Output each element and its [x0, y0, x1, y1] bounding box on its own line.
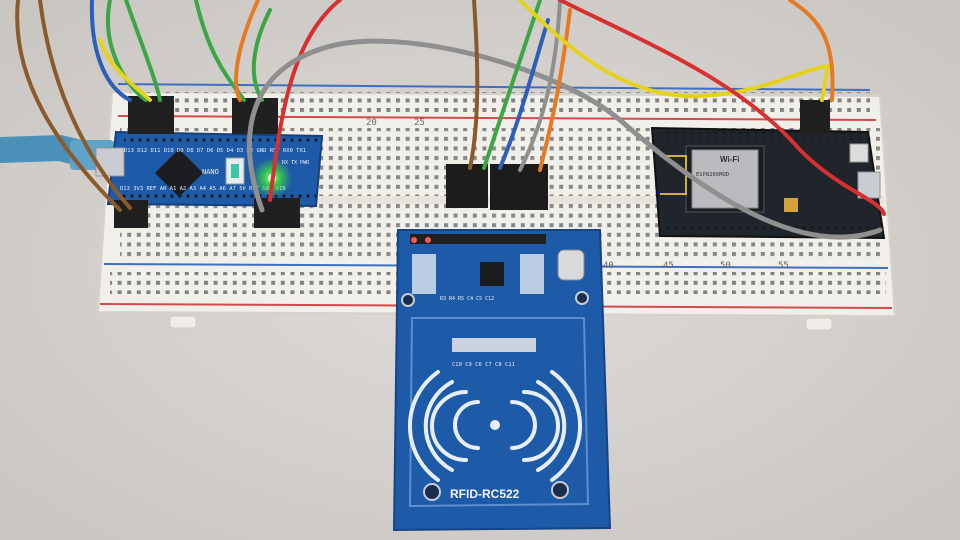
bb-num-25: 25 — [414, 118, 425, 128]
bb-num-50: 50 — [720, 261, 731, 271]
jumper-wires — [15, 0, 886, 240]
wire-green-5 — [482, 0, 542, 170]
wire-red — [268, 0, 342, 202]
wire-blue-2 — [498, 18, 550, 170]
wire-green — [106, 0, 148, 102]
nfc-wave-icon — [408, 370, 582, 482]
wire-brown — [15, 0, 122, 212]
rfid-capacitors — [520, 254, 544, 294]
arduino-silk-top: D13 D12 D11 D10 D9 D8 D7 D6 D5 D4 D3 D2 … — [124, 148, 306, 154]
wire-orange-2 — [538, 8, 572, 172]
rfid-side-labels: R3 R4 R5 C4 C5 C12 — [440, 296, 494, 302]
nodemcu-pin-row-bottom — [666, 224, 878, 232]
breadboard-foot — [169, 315, 197, 329]
wire-yellow — [518, 0, 831, 102]
wire-green-2 — [124, 0, 162, 102]
wire-gray — [246, 38, 883, 240]
mount-hole — [575, 291, 589, 305]
wire-gray-2 — [518, 0, 562, 172]
jumper-connectors-center — [446, 164, 548, 210]
bb-num-55: 55 — [778, 261, 789, 271]
bb-num-45: 45 — [663, 261, 674, 271]
rfid-capacitor-row — [452, 338, 536, 352]
rfid-rc522-board: R3 R4 R5 C4 C5 C12 C10 C9 C6 C7 C8 C11 R… — [392, 229, 612, 532]
pin-row-top — [124, 138, 320, 146]
esp-module-text: ESP8266MOD — [696, 172, 729, 178]
esp-shield-can — [691, 149, 759, 209]
rfid-header-pins — [410, 234, 546, 244]
mount-hole — [423, 483, 441, 501]
arduino-silk-bottom: D13 3V3 REF A0 A1 A2 A3 A4 A5 A6 A7 5V R… — [120, 186, 286, 192]
rfid-label: RFID-RC522 — [450, 487, 520, 501]
arduino-led-labels: RX TX PWR — [282, 160, 310, 166]
wire-orange — [234, 0, 260, 102]
bb-num-20: 20 — [366, 118, 377, 128]
header-pins-top-left — [128, 96, 174, 134]
wire-orange-3 — [788, 0, 835, 102]
wire-brown-3 — [468, 0, 480, 170]
arduino-chip-label: NANO — [202, 168, 219, 176]
rfid-resistors — [412, 254, 436, 294]
rfid-power-led-2 — [425, 237, 431, 243]
microcontroller-chip — [154, 148, 204, 198]
rfid-cap-labels: C10 C9 C6 C7 C8 C11 — [452, 362, 515, 368]
header-pins-bottom-left — [114, 200, 148, 228]
rfid-power-led — [411, 237, 417, 243]
breadboard-foot — [805, 317, 833, 331]
wire-yellow-short — [98, 38, 152, 102]
voltage-regulator — [784, 198, 798, 212]
nodemcu-pin-row-top — [660, 132, 870, 140]
rc522-chip — [480, 262, 504, 286]
pin-row-bottom — [120, 192, 316, 200]
crystal-oscillator — [557, 249, 585, 281]
bb-num-40: 40 — [603, 261, 614, 271]
reset-button-cap — [231, 164, 239, 178]
mount-hole — [401, 293, 415, 307]
nodemcu-header-pins — [800, 100, 830, 134]
nodemcu-esp8266-board: Wi-Fi ESP8266MOD — [650, 100, 886, 240]
wire-green-4 — [251, 8, 272, 102]
wire-blue — [89, 0, 132, 102]
flash-button — [849, 143, 869, 163]
wire-red-2 — [558, 0, 886, 216]
mount-hole — [551, 481, 569, 499]
esp-wifi-logo: Wi-Fi — [720, 155, 739, 164]
wire-brown-2 — [38, 0, 132, 210]
